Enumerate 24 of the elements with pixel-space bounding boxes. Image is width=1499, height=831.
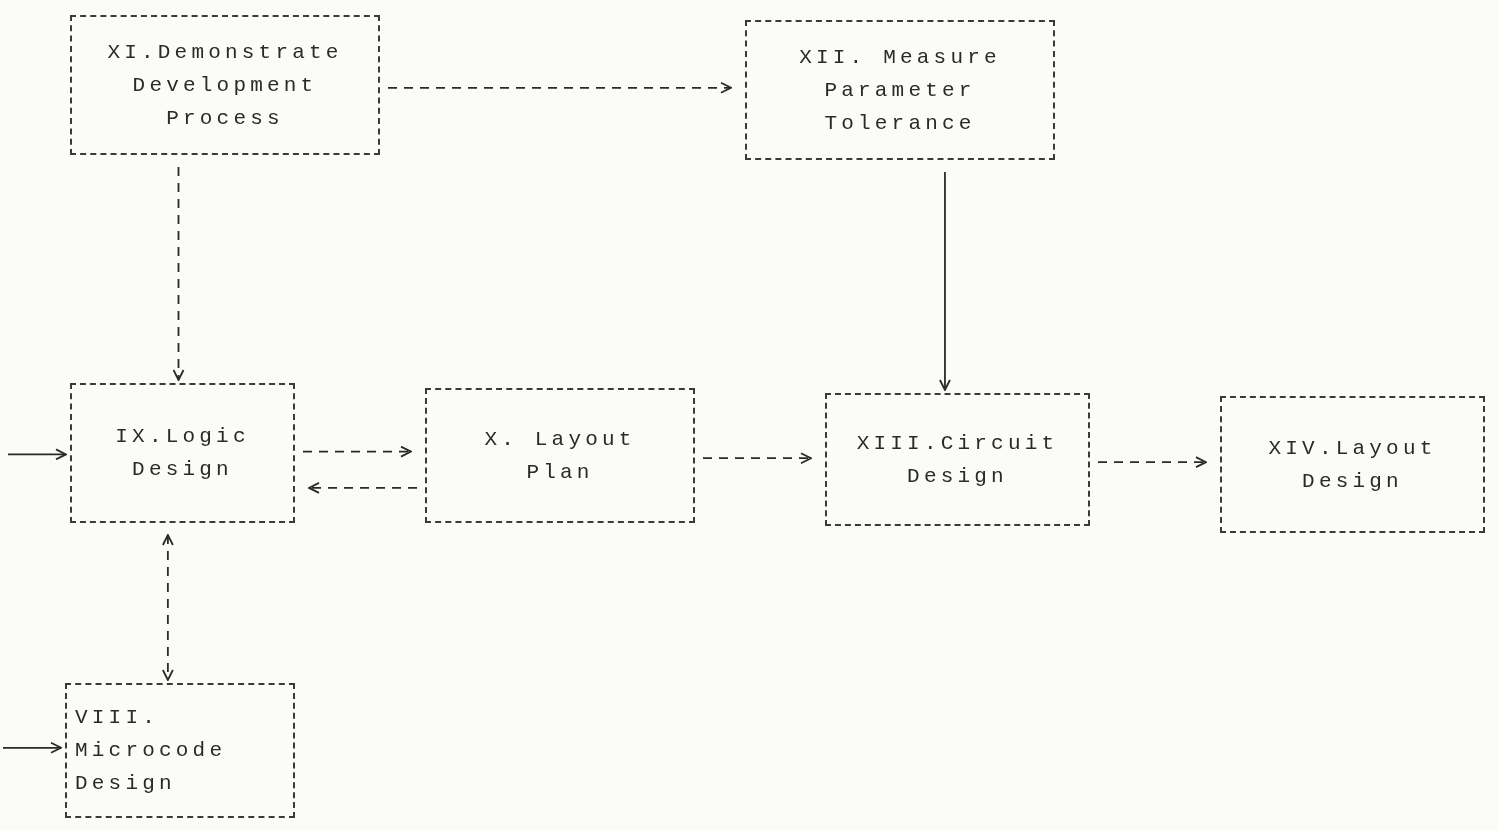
- process-box: [745, 20, 1055, 160]
- process-box: [70, 383, 295, 523]
- arrow: [387, 81, 732, 94]
- arrow: [7, 448, 67, 461]
- arrow: [2, 741, 62, 754]
- box-label: X. Layout Plan: [483, 426, 637, 486]
- process-box: [825, 393, 1090, 526]
- arrow: [702, 452, 812, 465]
- box-label: XIV.Layout Design: [1267, 435, 1438, 495]
- box-label: VIII. Microcode Design: [75, 705, 228, 797]
- arrow: [1097, 456, 1207, 469]
- process-box: [65, 683, 295, 818]
- box-label: IX.Logic Design: [114, 424, 251, 483]
- arrow: [162, 534, 174, 681]
- box-label: XII. Measure Parameter Tolerance: [798, 44, 1002, 137]
- arrow: [939, 171, 951, 391]
- arrow: [308, 482, 418, 494]
- box-label: XIII.Circuit Design: [855, 430, 1060, 490]
- box-label: XI.Demonstrate Development Process: [106, 39, 344, 132]
- process-box: [70, 15, 380, 155]
- arrow: [302, 445, 412, 458]
- process-box: [1220, 396, 1485, 533]
- arrow: [172, 166, 185, 381]
- process-box: [425, 388, 695, 523]
